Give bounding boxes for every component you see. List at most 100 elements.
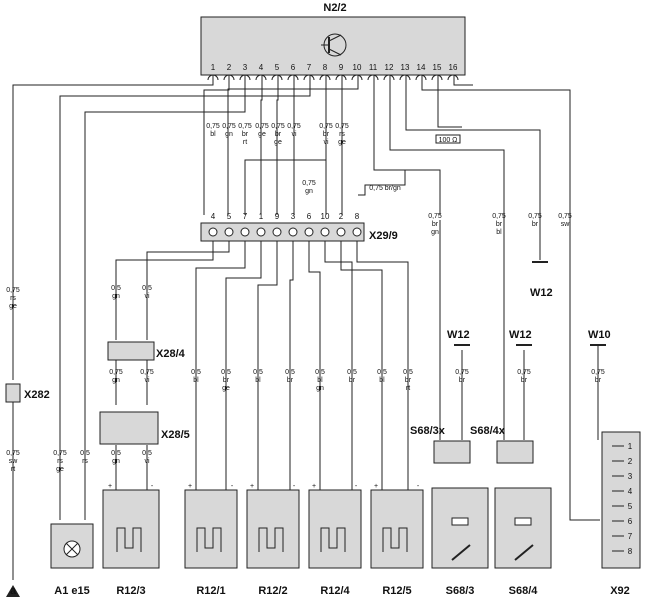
x29-pin [352,227,362,237]
wire-label: 0,75 br/gn [369,185,401,192]
x92-pin-number: 4 [628,487,633,496]
connector-x282-label: X282 [24,389,50,401]
ground-w10: W10 [588,329,611,346]
wire-label: 0,75 [53,450,67,457]
x29-pin [208,227,218,237]
module-pin-number: 8 [323,63,328,72]
wire-label: br [496,221,503,228]
module-pin-number: 14 [417,63,426,72]
component-label: R12/2 [258,585,287,597]
component-label: X92 [610,585,630,597]
wire-label: ge [56,466,64,473]
wire-label: 0,75 [255,123,269,130]
heater-coil [196,527,222,552]
wire-label: br [287,377,294,384]
pin-socket [271,74,283,81]
x29-pin [336,227,346,237]
wire-label: gn [225,131,233,138]
component-label: S68/4 [509,585,539,597]
pin-socket [319,74,331,81]
wire-label: br [432,221,439,228]
polarity-plus: + [188,483,192,490]
wire-label: vi [144,458,150,465]
connector-s68-3x: S68/3x [410,425,471,464]
wire-label: gn [305,188,313,195]
pin-socket [447,74,459,81]
wire-label: 0,5 [80,450,90,457]
wire-label: bl [317,377,323,384]
wire-label: br [323,131,330,138]
wire-label: 0,5 [377,369,387,376]
x29-pin-number: 9 [275,212,280,221]
ground-w12-c: W12 [509,329,532,346]
wire-label: 0,75 [492,213,506,220]
component-s68-3 [431,487,489,569]
wire-label: 0,75 [428,213,442,220]
wire-label: br [532,221,539,228]
component-r12-3 [102,489,160,569]
pin-socket [383,74,395,81]
pin-socket [303,74,315,81]
component-label: A1 e15 [54,585,89,597]
wire-label: bl [193,377,199,384]
wire-label: br [459,377,466,384]
wire-label: sw [9,458,19,465]
wire-label: 0,5 [403,369,413,376]
wire-label: br [242,131,249,138]
x29-pin-number: 10 [321,212,330,221]
wire-label: br [405,377,412,384]
wire-label: 0,5 [142,450,152,457]
wire-label: gn [112,458,120,465]
connector-x28-5-label: X28/5 [161,429,190,441]
x92-pin-number: 7 [628,532,633,541]
connector-x29-label: X29/9 [369,230,398,242]
x29-pin [272,227,282,237]
wire-label: rs [82,458,88,465]
module-pin-number: 13 [401,63,410,72]
wire-label: 0,5 [142,285,152,292]
connector-x28-4-label: X28/4 [156,348,186,360]
pin-socket [351,74,363,81]
polarity-minus: - [293,483,296,490]
component-label: R12/1 [196,585,225,597]
wire-label: 0,75 [591,369,605,376]
transistor-icon [321,33,347,57]
polarity-minus: - [151,483,154,490]
module-pin-number: 7 [307,63,312,72]
module-pin-number: 9 [339,63,344,72]
module-pin-number: 11 [369,63,378,72]
wire-label: bl [379,377,385,384]
wire-label: rt [11,466,15,473]
component-r12-4 [308,489,362,569]
wire-label: rt [406,385,410,392]
module-pin-number: 10 [353,63,362,72]
pin-socket [287,74,299,81]
module-pin-number: 3 [243,63,248,72]
x29-pin-number: 5 [227,212,232,221]
wire-label: 0,5 [111,285,121,292]
x29-pin-number: 7 [243,212,248,221]
wire-label: br [595,377,602,384]
polarity-minus: - [417,483,420,490]
wire-label: 0,5 [285,369,295,376]
wire-label: br [349,377,356,384]
wire-label: 0,75 [206,123,220,130]
component-s68-4 [494,487,552,569]
module-pin-number: 15 [433,63,442,72]
x29-pin [224,227,234,237]
module-pin-number: 6 [291,63,296,72]
component-label: R12/3 [116,585,145,597]
x29-pin-number: 2 [339,212,344,221]
ground-label: W12 [530,287,553,299]
module-pin-number: 16 [449,63,458,72]
s68-3x-label: S68/3x [410,425,446,437]
polarity-minus: - [355,483,358,490]
wire-label: 0,5 [111,450,121,457]
wire-label: 0,75 [335,123,349,130]
module-pin-number: 12 [385,63,394,72]
x92-pin-number: 3 [628,472,633,481]
wire-label: gn [112,377,120,384]
